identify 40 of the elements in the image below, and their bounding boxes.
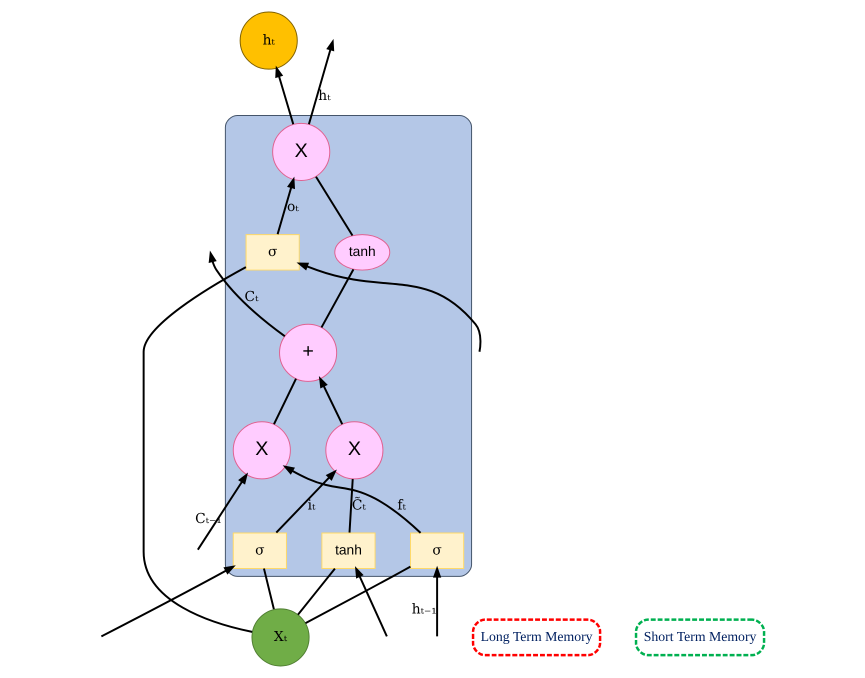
node-ellipse: tanh [334, 234, 390, 271]
edge-label: fₜ [397, 498, 406, 514]
connector [273, 378, 297, 425]
edge-label: hₜ [318, 88, 330, 104]
arrow [432, 566, 442, 636]
node-box: Short Term Memory [634, 618, 766, 656]
arrow [276, 176, 295, 234]
node-circle: hₜ [240, 12, 298, 70]
connector [142, 266, 252, 633]
node-circle: X [325, 421, 384, 480]
edge-label: Cₜ [244, 288, 258, 305]
arrow [318, 376, 344, 425]
edge-label: C̃ₜ [352, 498, 366, 514]
arrow [308, 38, 334, 124]
node-circle: X [272, 122, 330, 181]
node-circle: + [279, 324, 338, 382]
edge-label: oₜ [286, 199, 299, 216]
connector [297, 568, 336, 616]
connector [305, 566, 411, 624]
arrow [296, 262, 482, 352]
connector [263, 568, 275, 610]
arrow [197, 472, 248, 550]
arrow [276, 469, 337, 534]
arrow [355, 566, 388, 637]
node-circle: X [232, 421, 291, 480]
node-box: σ [246, 234, 300, 271]
node-circle: Xₜ [251, 608, 310, 666]
connector [315, 176, 354, 236]
node-box: tanh [321, 532, 376, 569]
arrow [208, 250, 286, 337]
arrow [275, 66, 294, 124]
edge-label: hₜ₋₁ [412, 601, 437, 618]
node-box: Long Term Memory [472, 618, 602, 656]
arrow [100, 565, 236, 638]
connector [348, 478, 354, 533]
connector [320, 268, 354, 328]
edge-label: iₜ [308, 498, 316, 514]
node-box: σ [232, 532, 287, 569]
arrow [282, 465, 422, 534]
node-box: σ [410, 532, 464, 569]
